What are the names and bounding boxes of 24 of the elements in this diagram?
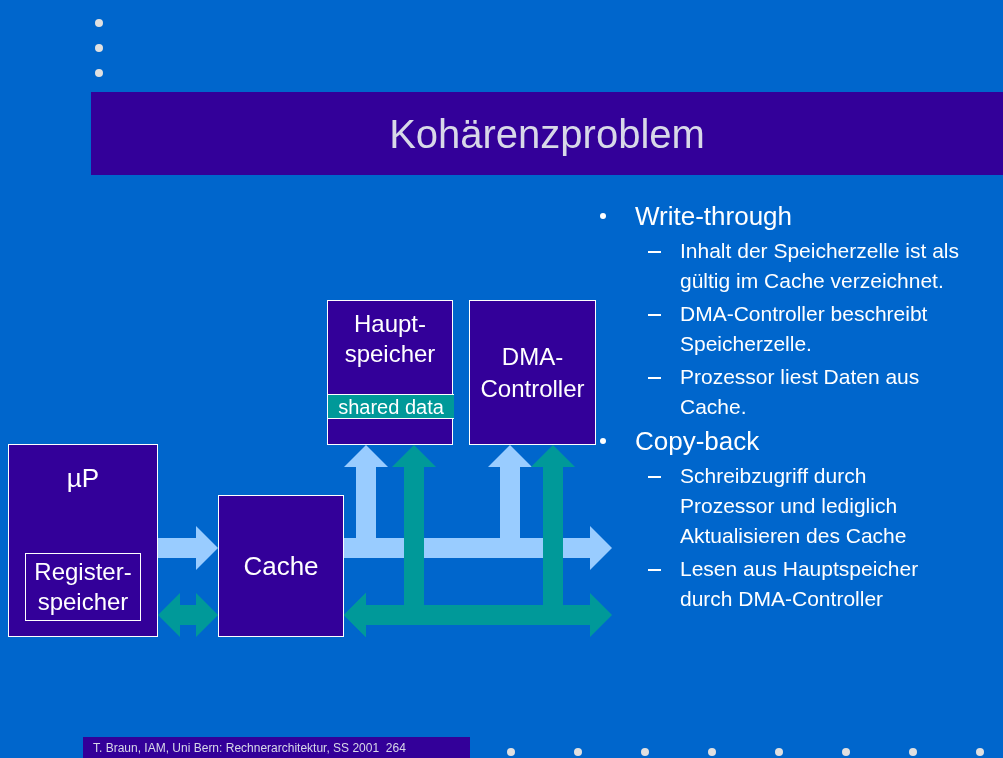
- sub-bullet-text: Lesen aus Hauptspeicher durch DMA-Controller: [680, 556, 920, 612]
- bullet-text: Copy-back: [635, 425, 760, 458]
- shared-data-band: [328, 394, 454, 419]
- node-label: DMA- Controller: [479, 341, 586, 404]
- sub-bullet-text: Inhalt der Speicherzelle ist als gültig im Cache verzeichnet.: [680, 238, 960, 294]
- register-box: [25, 553, 141, 621]
- sub-bullet-text: DMA-Controller beschreibt Speicherzelle.: [680, 301, 929, 357]
- sub-bullet-text: Schreibzugriff durch Prozessor und lediglich Aktualisieren des Cache: [680, 463, 908, 549]
- node-label: µP: [66, 462, 100, 495]
- title: Kohärenzproblem: [389, 110, 705, 158]
- processor-box: [8, 444, 158, 637]
- memory-box: [327, 300, 453, 445]
- node-label: Cache: [243, 549, 319, 583]
- sub-bullet-text: Prozessor liest Daten aus Cache.: [680, 364, 921, 420]
- dma-box: [469, 300, 596, 445]
- node-label: shared data: [338, 394, 444, 420]
- node-label: Haupt- speicher: [343, 309, 437, 369]
- block-arrow: [344, 593, 612, 637]
- block-arrow: [158, 526, 218, 570]
- block-arrow: [158, 593, 218, 637]
- footer-text: T. Braun, IAM, Uni Bern: Rechnerarchitektur, SS 2001 264: [93, 739, 406, 757]
- node-label: Register- speicher: [33, 557, 133, 617]
- bullet-text: Write-through: [635, 200, 793, 233]
- cache-box: [218, 495, 344, 637]
